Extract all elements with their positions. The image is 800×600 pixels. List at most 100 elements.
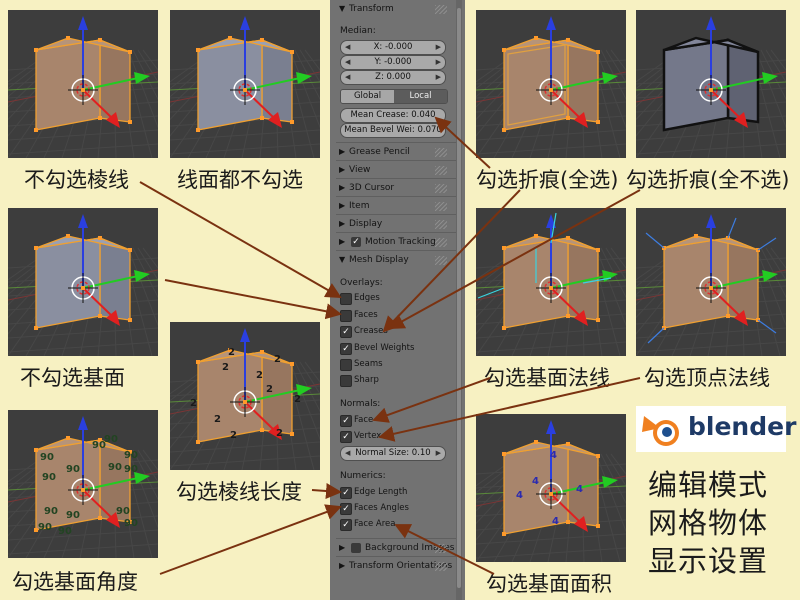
svg-text:2: 2 xyxy=(214,414,221,425)
drag-grip-icon[interactable] xyxy=(435,148,447,157)
caption-no-edges: 不勾选棱线 xyxy=(24,168,129,192)
caption-face-angles: 勾选基面角度 xyxy=(12,570,138,594)
blender-logo-text: blender xyxy=(688,412,797,441)
blender-logo: blender xyxy=(636,406,796,452)
section-transform-orientations[interactable]: ▶Transform Orientations xyxy=(339,561,453,571)
svg-text:2: 2 xyxy=(274,354,281,365)
caption-no-faces: 不勾选基面 xyxy=(20,366,125,390)
caption-face-area: 勾选基面面积 xyxy=(486,572,612,596)
svg-text:2: 2 xyxy=(230,430,237,441)
drag-grip-icon[interactable] xyxy=(435,220,447,229)
drag-grip-icon[interactable] xyxy=(435,202,447,211)
drag-grip-icon[interactable] xyxy=(435,256,447,265)
svg-text:2: 2 xyxy=(222,362,229,373)
collapsed-triangle-icon: ▶ xyxy=(339,543,346,552)
checked-checkbox-icon[interactable]: ✓ xyxy=(340,519,352,531)
mean-crease-field[interactable]: Mean Crease: 0.040 xyxy=(340,108,446,123)
checked-checkbox-icon[interactable]: ✓ xyxy=(340,431,352,443)
checked-checkbox-icon[interactable]: ✓ xyxy=(340,343,352,355)
svg-text:2: 2 xyxy=(294,394,301,405)
section-background-images[interactable]: ▶ Background Images xyxy=(339,543,455,553)
median-z-field[interactable]: ◀Z: 0.000▶ xyxy=(340,70,446,85)
collapsed-triangle-icon: ▶ xyxy=(339,147,346,156)
unchecked-checkbox-icon[interactable] xyxy=(340,375,352,387)
drag-grip-icon[interactable] xyxy=(435,184,447,193)
svg-text:90: 90 xyxy=(66,510,80,521)
title-line-3: 显示设置 xyxy=(648,544,769,578)
viewport-face-normals xyxy=(476,208,626,356)
svg-text:90: 90 xyxy=(104,434,118,445)
unchecked-checkbox-icon[interactable] xyxy=(340,310,352,322)
viewport-no-faces xyxy=(8,208,158,356)
collapsed-triangle-icon: ▶ xyxy=(339,219,346,228)
motion-tracking-checkbox[interactable]: ✓ xyxy=(351,237,361,247)
normals-label: Normals: xyxy=(340,399,381,409)
svg-text:90: 90 xyxy=(108,462,122,473)
mean-bevel-field[interactable]: Mean Bevel Wei: 0.070 xyxy=(340,123,446,138)
collapsed-triangle-icon: ▶ xyxy=(339,561,346,570)
line-no-edges xyxy=(139,181,342,298)
viewport-creases-none xyxy=(636,10,786,158)
checked-checkbox-icon[interactable]: ✓ xyxy=(340,503,352,515)
drag-grip-icon[interactable] xyxy=(435,166,447,175)
viewport-creases-all xyxy=(476,10,626,158)
median-y-field[interactable]: ◀Y: -0.000▶ xyxy=(340,55,446,70)
drag-grip-icon[interactable] xyxy=(435,5,447,14)
svg-text:2: 2 xyxy=(266,384,273,395)
viewport-vertex-normals xyxy=(636,208,786,356)
viewport-none xyxy=(170,10,320,158)
unchecked-checkbox-icon[interactable] xyxy=(340,359,352,371)
background-images-checkbox[interactable] xyxy=(351,543,361,553)
section-mesh-display[interactable]: ▼Mesh Display xyxy=(330,253,465,269)
title-line-1: 编辑模式 xyxy=(648,468,769,502)
local-button[interactable]: Local xyxy=(394,90,447,103)
unchecked-checkbox-icon[interactable] xyxy=(340,293,352,305)
svg-text:4: 4 xyxy=(550,450,557,461)
svg-text:90: 90 xyxy=(42,472,56,483)
median-x-field[interactable]: ◀X: -0.000▶ xyxy=(340,40,446,55)
checked-checkbox-icon[interactable]: ✓ xyxy=(340,487,352,499)
checked-checkbox-icon[interactable]: ✓ xyxy=(340,415,352,427)
caption-none: 线面都不勾选 xyxy=(177,168,303,192)
collapsed-triangle-icon: ▶ xyxy=(339,237,346,246)
caption-creases-all: 勾选折痕(全选) xyxy=(476,168,619,192)
caption-face-normals: 勾选基面法线 xyxy=(484,366,610,390)
drag-grip-icon[interactable] xyxy=(435,238,447,247)
section-display[interactable]: ▶Display xyxy=(330,217,465,233)
svg-text:2: 2 xyxy=(276,428,283,439)
global-button[interactable]: Global xyxy=(341,90,394,103)
svg-text:90: 90 xyxy=(116,506,130,517)
normal-size-field[interactable]: ◀Normal Size: 0.10▶ xyxy=(340,446,446,461)
line-no-faces xyxy=(164,279,342,320)
svg-text:90: 90 xyxy=(40,452,54,463)
svg-text:4: 4 xyxy=(552,516,559,527)
svg-text:4: 4 xyxy=(516,490,523,501)
svg-text:90: 90 xyxy=(92,440,106,451)
drag-grip-icon[interactable] xyxy=(435,544,447,553)
svg-text:90: 90 xyxy=(38,522,52,533)
svg-text:2: 2 xyxy=(228,347,235,358)
title-line-2: 网格物体 xyxy=(648,506,769,540)
expanded-triangle-icon: ▼ xyxy=(339,4,346,13)
svg-text:90: 90 xyxy=(124,450,138,461)
panel-scrollbar[interactable] xyxy=(456,0,462,600)
transform-header[interactable]: ▼ Transform xyxy=(330,2,465,18)
section-item[interactable]: ▶Item xyxy=(330,199,465,215)
global-local-toggle: Global Local xyxy=(340,89,448,104)
svg-text:2: 2 xyxy=(256,370,263,381)
svg-text:90: 90 xyxy=(124,464,138,475)
section-view[interactable]: ▶View xyxy=(330,163,465,179)
collapsed-triangle-icon: ▶ xyxy=(339,183,346,192)
expanded-triangle-icon: ▼ xyxy=(339,255,346,264)
drag-grip-icon[interactable] xyxy=(435,562,447,571)
svg-text:4: 4 xyxy=(532,476,539,487)
section-3d-cursor[interactable]: ▶3D Cursor xyxy=(330,181,465,197)
svg-text:90: 90 xyxy=(44,506,58,517)
checked-checkbox-icon[interactable]: ✓ xyxy=(340,326,352,338)
section-motion-tracking[interactable]: ▶ ✓ Motion Tracking xyxy=(330,235,465,251)
caption-creases-none: 勾选折痕(全不选) xyxy=(626,168,790,192)
section-grease-pencil[interactable]: ▶Grease Pencil xyxy=(330,145,465,161)
